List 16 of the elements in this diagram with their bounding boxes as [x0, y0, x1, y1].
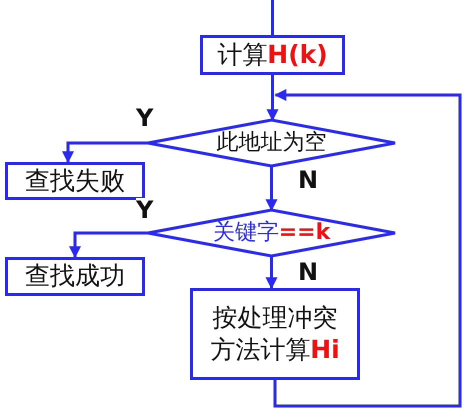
arrow	[274, 89, 462, 408]
process-box	[190, 288, 360, 380]
process-box	[5, 257, 145, 296]
arrow	[69, 232, 148, 258]
arrow	[266, 75, 278, 122]
condition-text: 此地址为空	[216, 128, 326, 157]
step-text: 查找成功	[25, 260, 125, 292]
step-text: 计算H(k)	[217, 38, 328, 71]
arrow	[62, 142, 148, 164]
process-box	[5, 162, 145, 200]
process-box	[200, 35, 345, 75]
arrow	[266, 256, 278, 290]
step-text: 按处理冲突方法计算Hi	[209, 302, 341, 366]
condition-text: 关键字==k	[212, 218, 330, 247]
step-text: 查找失败	[25, 164, 125, 197]
arrow	[266, 166, 278, 212]
